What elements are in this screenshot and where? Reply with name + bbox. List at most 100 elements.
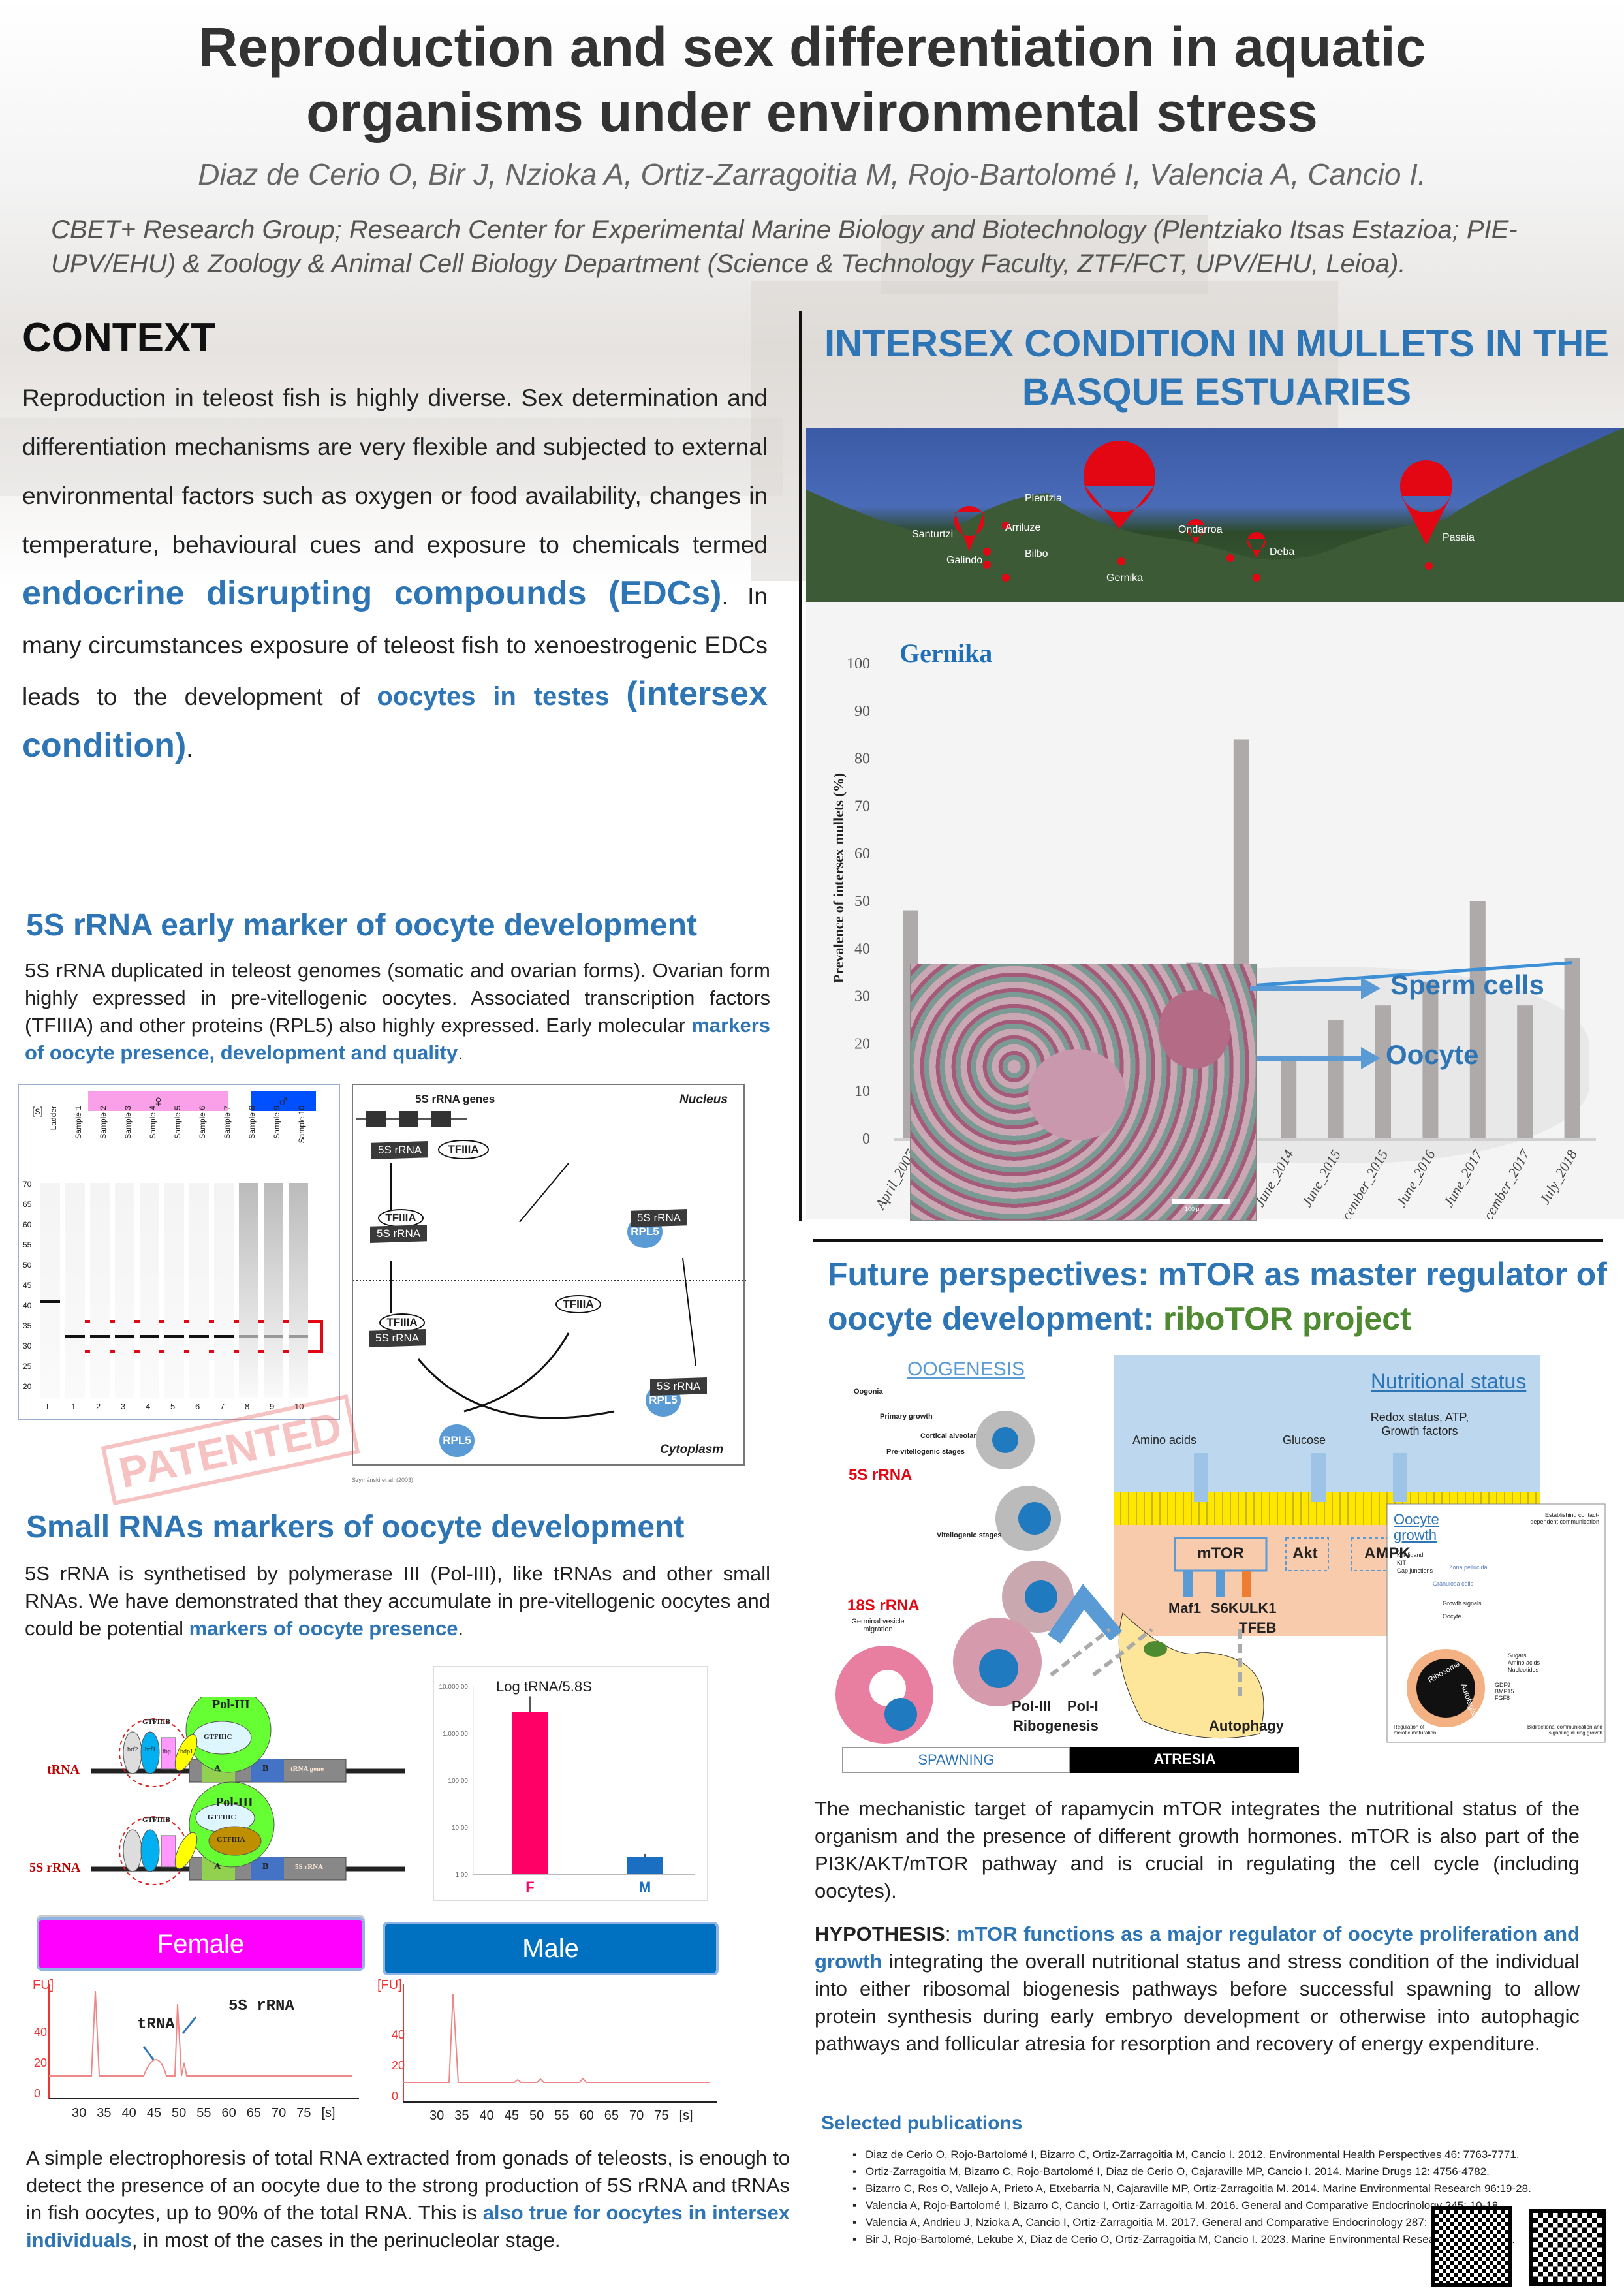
edcs-highlight: endocrine disrupting compounds (EDCs) [22,574,722,612]
size-tick: 70 [23,1180,32,1189]
5s-cycle-diagram: 5S rRNA genes Nucleus Cytoplasm 5S rRNA … [352,1084,746,1466]
x-tick-label: 40 [121,2106,136,2120]
bar-December_2015 [1375,1005,1391,1138]
oocytes-highlight: oocytes in testes [377,682,610,711]
y-tick-label: 0 [862,1131,870,1148]
female-label: Female [37,1917,365,1971]
x-tick-label: 75 [654,2109,669,2123]
lane-label: Sample 2 [99,1106,108,1139]
x-tick-label: 45 [504,2109,519,2123]
qr-code-2[interactable] [1529,2209,1606,2286]
x-tick-label: 75 [296,2106,311,2120]
bar-M [627,1857,663,1874]
bullet-icon: ▪ [852,2148,857,2161]
gel-lane [239,1183,258,1398]
poster-title: Reproduction and sex differentiation in … [198,16,1426,143]
size-tick: 65 [23,1200,32,1209]
gel-lane [164,1183,184,1398]
x-tick-label: 60 [221,2106,236,2120]
size-tick: 50 [23,1261,32,1270]
y-tick-label: 80 [854,751,870,768]
x-tick-label: June_2015 [1298,1147,1344,1210]
male-group-bar: ♂ [251,1091,316,1111]
x-tick-label: 45 [146,2106,161,2120]
y-tick-label: 70 [854,798,870,815]
section-5s-text: 5S rRNA duplicated in teleost genomes (s… [25,959,770,1064]
qr-code-1[interactable] [1431,2206,1512,2287]
bar-December_2017 [1517,1005,1533,1138]
lane-label: Sample 1 [74,1106,83,1139]
lane-id: 3 [121,1402,126,1411]
5s-rrna-flag: 5S rRNA [371,1141,429,1159]
lane-id: 1 [71,1402,76,1411]
lane-label: Sample 9 [272,1106,281,1139]
gel-lane [264,1183,283,1398]
x-tick-label: [s] [321,2106,336,2120]
x-tick-label: 40 [479,2109,494,2123]
affiliation: CBET+ Research Group; Research Center fo… [51,215,1518,278]
gel-band [214,1335,234,1338]
bullet-icon: ▪ [852,2233,857,2246]
lane-label: Sample 7 [223,1106,232,1139]
bullet-icon: ▪ [852,2165,857,2178]
x-tick-label: [s] [679,2109,693,2123]
gel-band [40,1300,60,1303]
publications-list: ▪Diaz de Cerio O, Rojo-Bartolomé I, Biza… [852,2146,1570,2248]
bar-June_2017 [1469,901,1486,1138]
gel-lane [289,1183,308,1398]
chart-ylabel: Prevalence of intersex mullets (%) [830,772,847,984]
publication-item: ▪Bir J, Rojo-Bartolomé, Lekube X, Diaz d… [852,2231,1570,2248]
gel-band [140,1335,159,1338]
category-label: M [639,1879,651,1895]
x-tick-label: 30 [72,2106,87,2120]
gel-lane [140,1183,159,1398]
lane-id: 6 [195,1402,200,1411]
x-tick-label: 35 [454,2109,469,2123]
x-tick-label: June_2016 [1393,1147,1439,1210]
future-heading: Future perspectives: mTOR as master regu… [828,1256,1607,1337]
y-tick-label: 40 [854,941,870,958]
gel-band [115,1335,134,1338]
bar-F [512,1712,548,1874]
lane-id: 5 [170,1402,176,1411]
bullet-icon: ▪ [852,2199,857,2212]
x-tick-label: 50 [172,2106,187,2120]
lane-label: Sample 3 [123,1106,133,1139]
gel-band [239,1335,258,1338]
oocyte-label: Oocyte [1386,1039,1479,1070]
y-tick-label: 20 [854,1035,870,1052]
section-5s-heading: 5S rRNA early marker of oocyte developme… [26,908,697,943]
publication-item: ▪Valencia A, Rojo-Bartolomé I, Bizarro C… [852,2197,1570,2214]
histology-image: 100 µm [910,964,1257,1221]
publication-item: ▪Diaz de Cerio O, Rojo-Bartolomé I, Biza… [852,2146,1570,2163]
size-tick: 20 [23,1382,32,1391]
gel-band [189,1335,209,1338]
section-divider [813,1239,1603,1242]
x-tick-label: 65 [604,2109,619,2123]
lane-label: Sample 4 [148,1106,157,1139]
bar-June_2014 [1281,1058,1297,1138]
y-tick-label: 50 [854,893,870,910]
publication-item: ▪Bizarro C, Ros O, Vallejo A, Prieto A, … [852,2180,1570,2197]
publication-item: ▪Ortiz-Zarragoitia M, Bizarro C, Rojo-Ba… [852,2163,1570,2180]
publication-item: ▪Valencia A, Andrieu J, Nzioka A, Cancio… [852,2214,1570,2231]
lane-id: 7 [220,1402,225,1411]
y-tick-label: 60 [854,845,870,862]
y-tick-label: 100,00 [448,1778,468,1785]
x-tick-label: 70 [272,2106,287,2120]
lane-label: Sample 6 [198,1106,207,1139]
lane-label: Ladder [49,1106,58,1131]
gel-lane [40,1183,60,1398]
bullet-icon: ▪ [852,2216,857,2229]
gel-lane [65,1183,85,1398]
lane-id: L [46,1402,52,1411]
gel-lane [189,1183,209,1398]
category-label: F [525,1879,534,1895]
size-tick: 30 [23,1341,32,1351]
y-tick-label: 10,00 [452,1825,468,1832]
